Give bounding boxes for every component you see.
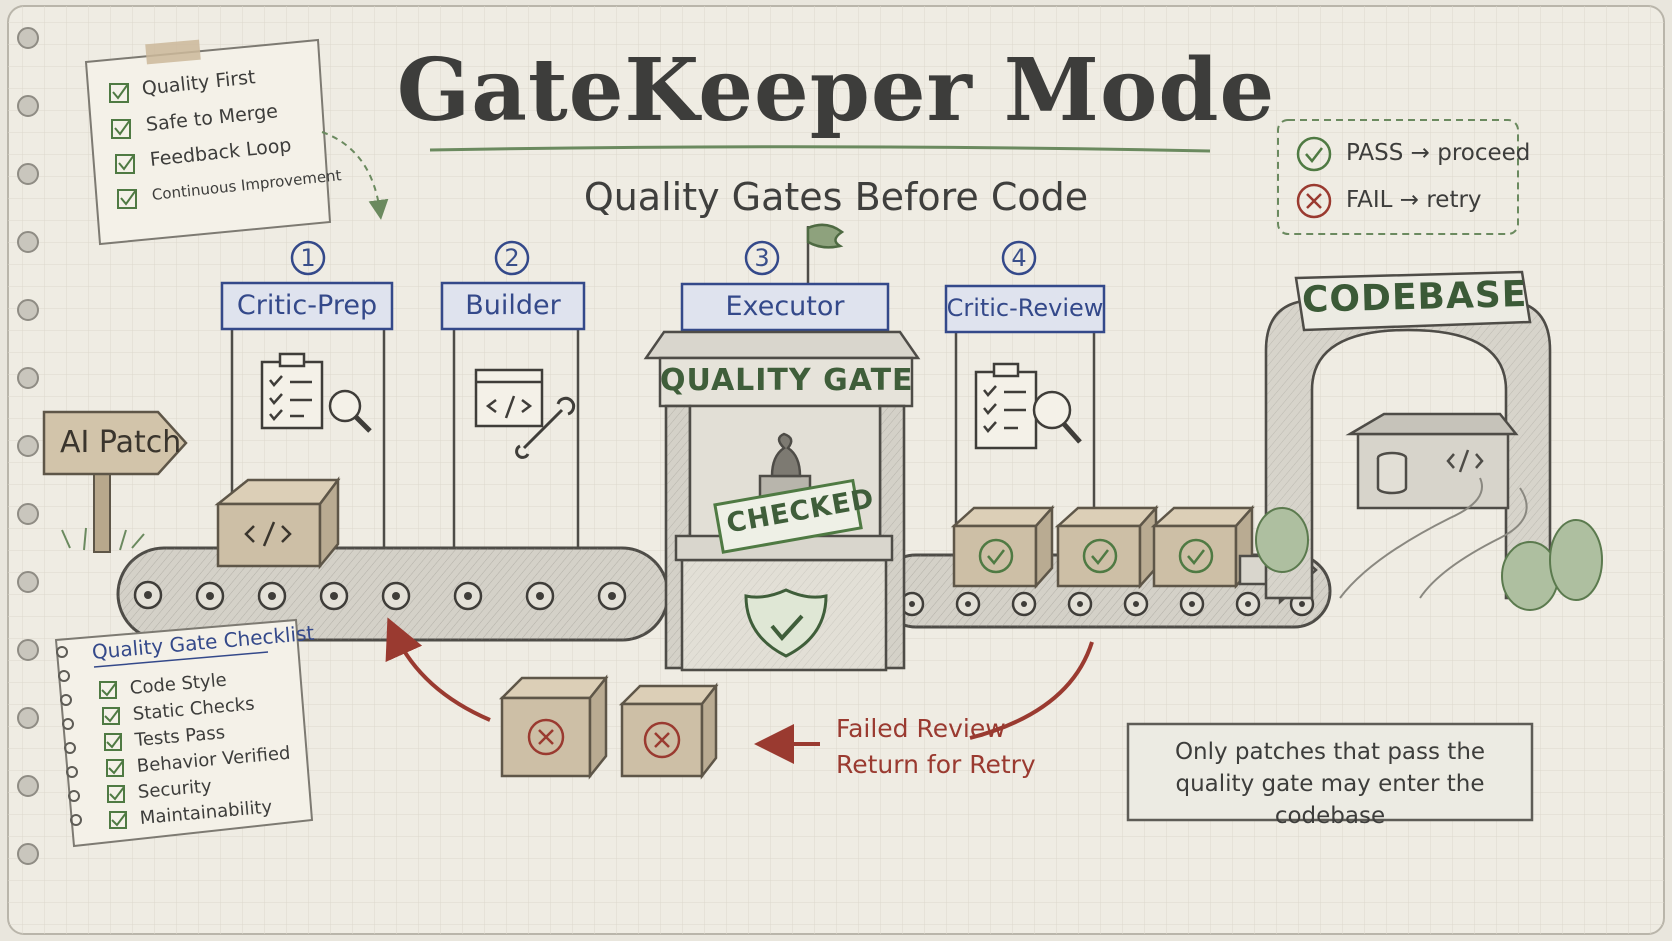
legend-pass: PASS → proceed [1346,140,1531,166]
sticky-note [84,38,332,246]
stage-number-3: 3 [754,244,770,272]
failed-boxes [498,674,719,780]
stage-number-1: 1 [300,244,316,272]
ai-patch-sign: AI Patch [60,425,182,460]
stage-label-executor: Executor [725,291,845,322]
stage-label-critic-prep: Critic-Prep [236,290,378,321]
bushes [1255,507,1603,611]
title-underline [429,145,1211,153]
fail-return-arrow [969,641,1094,740]
failed-review-label: Failed Review [836,714,1006,743]
stage-number-2: 2 [504,244,520,272]
stage-1-critic-prep [220,240,394,548]
shield-check-icon [744,588,828,658]
checklist-notepad [54,618,314,848]
return-for-retry-label: Return for Retry [836,750,1036,779]
stage-label-critic-review: Critic-Review [946,294,1104,322]
retry-arrow [385,617,491,722]
ai-patch-signpost [42,410,188,553]
page-title: GateKeeper Mode [396,40,1276,141]
code-patch-box [214,476,341,570]
clipboard-magnifier-icon-2 [974,362,1082,450]
clipboard-magnifier-icon [260,352,372,433]
binder-holes [17,27,39,865]
note-box [1126,722,1534,822]
pass-fail-legend [1277,119,1519,235]
legend-fail: FAIL → retry [1346,187,1482,213]
stamp-handle-icon [770,432,802,478]
quality-gate-title: QUALITY GATE [660,363,914,398]
flag-icon [806,223,845,249]
gate-note: Only patches that pass the quality gate … [1174,739,1486,830]
feedback-dashed-arrow [321,131,389,220]
stage-label-builder: Builder [465,290,561,321]
code-window-wrench-icon [474,368,576,459]
stage-4-critic-review [944,240,1106,555]
passed-boxes [950,504,1255,590]
page-subtitle: Quality Gates Before Code [583,175,1089,219]
quality-gate-booth [643,223,921,672]
stage-number-4: 4 [1011,244,1027,272]
codebase-sign: CODEBASE [1301,273,1528,321]
stage-2-builder [440,240,586,548]
